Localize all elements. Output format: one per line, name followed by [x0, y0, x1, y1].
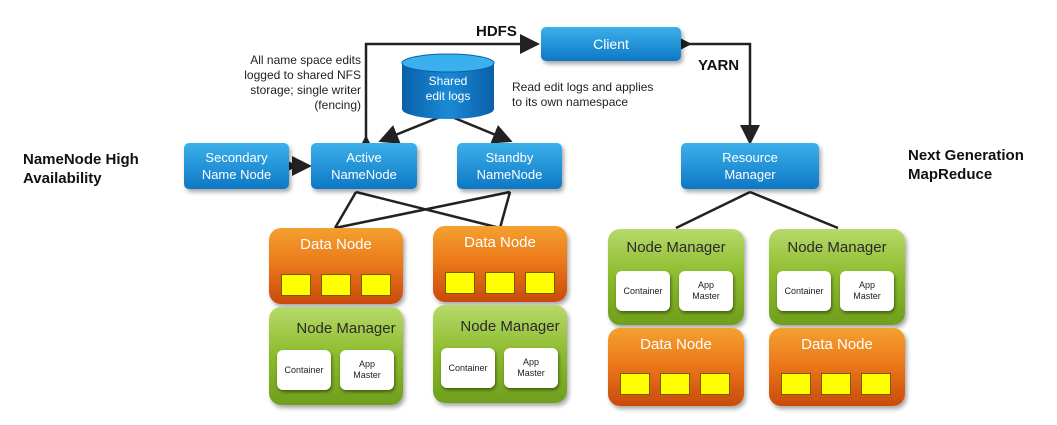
data-block: [445, 272, 475, 294]
container-box: Container: [616, 271, 670, 311]
node-manager-label: Node Manager: [296, 320, 396, 337]
standby-to-dn2-line: [498, 191, 512, 229]
data-node-label: Data Node: [640, 336, 712, 353]
node-manager: Node Manager Container App Master: [769, 229, 905, 325]
active-namenode: Active NameNode: [311, 143, 417, 189]
namenode-ha-caption: NameNode High Availability: [23, 151, 139, 187]
data-block: [620, 373, 650, 395]
data-block: [781, 373, 811, 395]
data-node-label: Data Node: [464, 234, 536, 251]
shared-edit-logs-label: Shared edit logs: [425, 74, 471, 103]
yarn-arrow: [672, 34, 760, 145]
data-node: Data Node: [608, 328, 744, 406]
active-to-dn1-line: [333, 191, 358, 229]
standby-namenode: Standby NameNode: [457, 143, 562, 189]
node-manager-label: Node Manager: [460, 318, 560, 335]
data-block: [660, 373, 690, 395]
data-block: [281, 274, 311, 296]
rm-to-nm2-line: [749, 190, 839, 230]
node-manager-label: Node Manager: [626, 239, 726, 256]
data-block: [700, 373, 730, 395]
logs-to-active-line: [378, 115, 441, 144]
data-block: [361, 274, 391, 296]
data-node-label: Data Node: [801, 336, 873, 353]
data-block: [485, 272, 515, 294]
yarn-label: YARN: [698, 57, 740, 74]
edits-note: All name space edits logged to shared NF…: [244, 53, 361, 112]
data-node: Data Node: [769, 328, 905, 406]
shared-edit-logs-cylinder: [401, 53, 495, 119]
resource-manager: Resource Manager: [681, 143, 819, 189]
app-master-box: App Master: [840, 271, 894, 311]
node-manager-label: Node Manager: [787, 239, 887, 256]
standby-to-dn1-line: [334, 190, 511, 230]
app-master-box: App Master: [679, 271, 733, 311]
client-node: Client: [541, 27, 681, 61]
data-block: [321, 274, 351, 296]
next-gen-mapreduce-caption: Next Generation MapReduce: [908, 147, 1024, 183]
rm-to-nm1-line: [675, 190, 751, 230]
node-manager: Node Manager Container App Master: [608, 229, 744, 325]
hdfs-arrow: [356, 34, 540, 155]
container-box: Container: [777, 271, 831, 311]
node-manager: Node Manager Container App Master: [433, 305, 567, 403]
app-master-box: App Master: [340, 350, 394, 390]
container-box: Container: [441, 348, 495, 388]
data-block: [821, 373, 851, 395]
data-node-label: Data Node: [300, 236, 372, 253]
data-block: [861, 373, 891, 395]
data-node: Data Node: [433, 226, 567, 302]
app-master-box: App Master: [504, 348, 558, 388]
read-note: Read edit logs and applies to its own na…: [512, 80, 654, 109]
node-manager: Node Manager Container App Master: [269, 307, 403, 405]
data-node: Data Node: [269, 228, 403, 304]
container-box: Container: [277, 350, 331, 390]
logs-to-standby-line: [451, 115, 513, 144]
data-block: [525, 272, 555, 294]
hdfs-label: HDFS: [476, 23, 517, 40]
secondary-namenode: Secondary Name Node: [184, 143, 289, 189]
